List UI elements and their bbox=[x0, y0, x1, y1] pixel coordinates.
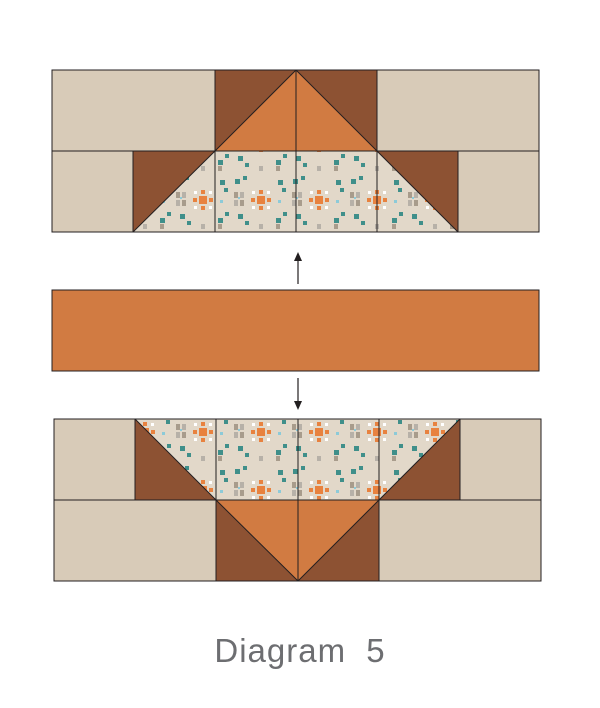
diagram-caption: Diagram 5 bbox=[214, 632, 386, 669]
arrow-down-icon bbox=[294, 378, 302, 410]
bottom-unit-small-right-square bbox=[460, 419, 541, 500]
top-unit bbox=[51, 69, 540, 233]
bottom-unit bbox=[53, 418, 542, 582]
bottom-unit-small-left-square bbox=[54, 419, 135, 500]
top-unit-right-rectangle bbox=[377, 70, 539, 151]
top-unit-small-right-square bbox=[458, 151, 539, 232]
bottom-unit-left-rectangle bbox=[54, 500, 216, 581]
top-unit-small-left-square bbox=[52, 151, 133, 232]
arrow-up-icon bbox=[294, 252, 302, 284]
bottom-unit-right-rectangle bbox=[379, 500, 541, 581]
center-strip bbox=[51, 289, 540, 372]
top-unit-left-rectangle bbox=[52, 70, 215, 151]
